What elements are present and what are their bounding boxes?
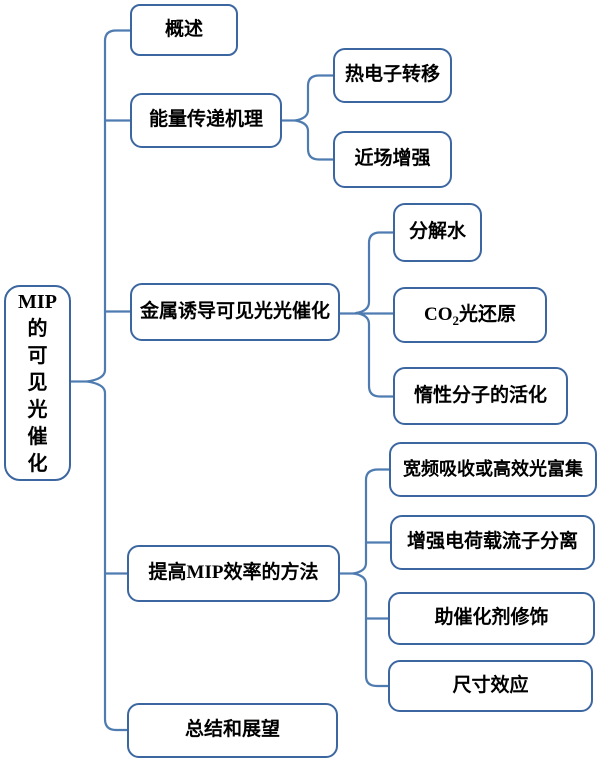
node-label: 金属诱导可见光光催化: [139, 300, 330, 322]
brace-improve: [351, 468, 389, 688]
node-label: 概述: [164, 18, 203, 40]
node-summary-outlook: 总结和展望: [127, 703, 338, 758]
node-co2-photoreduction: CO2光还原: [393, 287, 547, 343]
node-water-splitting: 分解水: [393, 203, 482, 262]
node-label: 总结和展望: [184, 719, 280, 741]
node-hot-electron-transfer: 热电子转移: [333, 48, 452, 103]
node-label: 尺寸效应: [452, 674, 529, 696]
node-label: 热电子转移: [344, 64, 440, 86]
brace-energy: [293, 74, 333, 161]
node-charge-carrier-separation: 增强电荷载流子分离: [390, 515, 595, 570]
node-cocatalyst-modification: 助催化剂修饰: [388, 592, 595, 645]
node-overview: 概述: [130, 4, 238, 56]
node-label: 提高MIP效率的方法: [148, 562, 319, 584]
node-improve-mip-efficiency: 提高MIP效率的方法: [127, 545, 340, 602]
node-near-field-enhancement: 近场增强: [333, 131, 452, 188]
node-inert-molecule-activation: 惰性分子的活化: [393, 367, 568, 425]
node-label: 增强电荷载流子分离: [406, 531, 578, 553]
node-label: 助催化剂修饰: [434, 607, 549, 629]
root-node-mip: MIP 的 可 见 光 催 化: [4, 285, 71, 481]
node-energy-transfer-mechanism: 能量传递机理: [130, 93, 282, 148]
node-metal-induced-photocatalysis: 金属诱导可见光光催化: [130, 283, 340, 341]
node-size-effect: 尺寸效应: [388, 660, 593, 712]
node-broadband-absorption: 宽频吸收或高效光富集: [389, 442, 597, 497]
node-label: 能量传递机理: [148, 109, 263, 131]
node-label: CO2光还原: [423, 303, 516, 328]
node-label: MIP 的 可 见 光 催 化: [18, 290, 57, 475]
node-label: 惰性分子的活化: [413, 384, 547, 406]
node-label: 宽频吸收或高效光富集: [403, 458, 583, 479]
co2-subscript: 2: [452, 312, 459, 328]
co2-suffix: 光还原: [458, 303, 516, 325]
co2-prefix: CO: [423, 303, 453, 325]
node-label: 分解水: [408, 221, 466, 243]
left-brace: [85, 29, 130, 732]
node-label: 近场增强: [354, 148, 431, 170]
